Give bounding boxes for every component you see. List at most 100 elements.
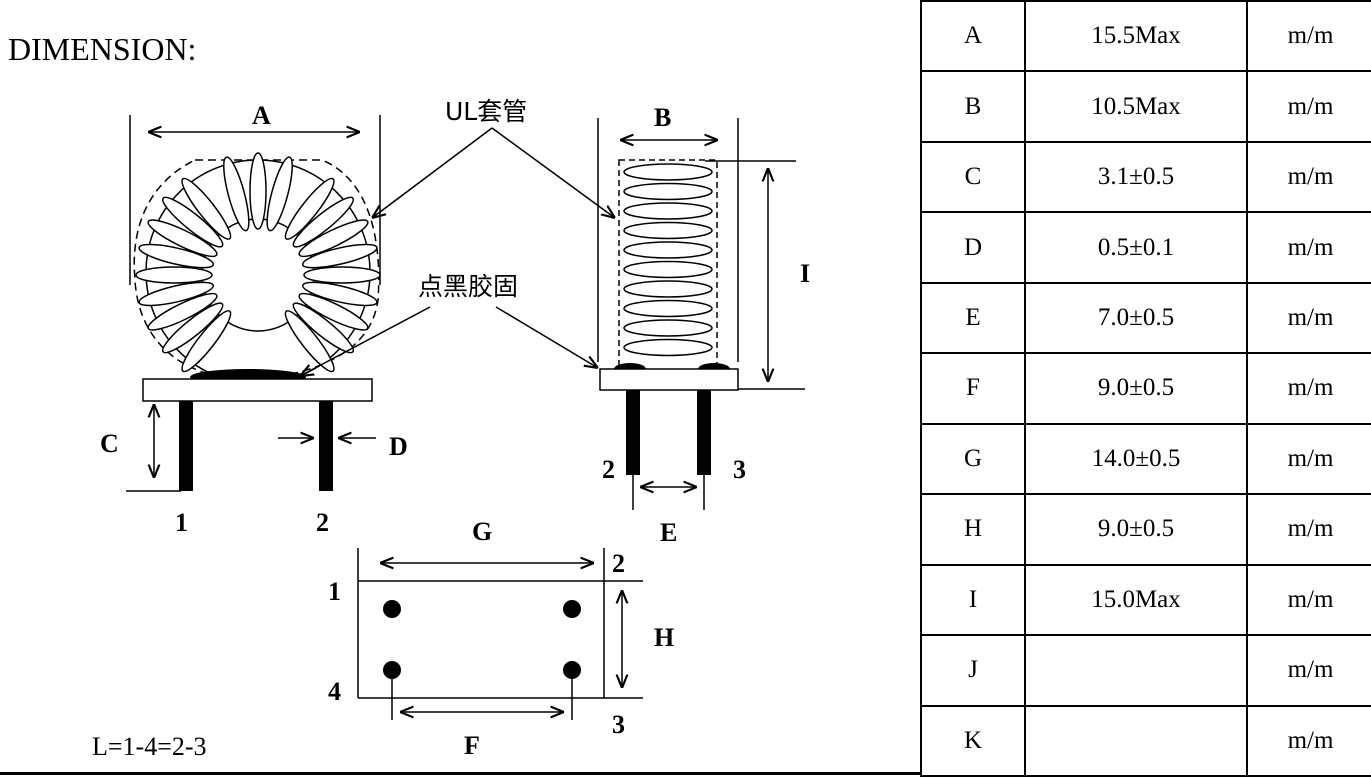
side-winding-turn	[623, 182, 713, 201]
winding-turn	[161, 196, 224, 248]
winding-turn	[298, 292, 369, 331]
winding-turn	[223, 156, 250, 232]
winding-turn	[301, 281, 378, 307]
bottom-pin-label-3: 3	[612, 710, 625, 739]
spec-unit-cell: m/m	[1246, 140, 1371, 214]
spec-value-cell: 9.0±0.5	[1024, 352, 1248, 425]
callouts: UL套管 点黑胶固	[300, 97, 615, 376]
dimension-a-label: A	[252, 101, 271, 130]
winding-turn	[161, 302, 224, 354]
bottom-border	[0, 772, 920, 775]
pin-label-2: 2	[316, 508, 329, 537]
spec-unit-cell: m/m	[1246, 704, 1371, 777]
winding-turn	[138, 243, 215, 269]
dimension-g-label: G	[472, 517, 492, 546]
side-pin-3	[697, 390, 711, 475]
side-winding-turn	[623, 260, 713, 279]
spec-label-cell: C	[920, 140, 1026, 214]
pad-1	[383, 600, 401, 618]
spec-label-cell: D	[920, 211, 1026, 284]
front-pin-2	[319, 401, 333, 491]
dimension-b-label: B	[654, 103, 671, 132]
spec-unit-cell: m/m	[1246, 422, 1371, 496]
side-winding-turn	[623, 241, 713, 259]
spec-value-cell: 3.1±0.5	[1024, 140, 1248, 214]
drawing-title: DIMENSION:	[8, 31, 196, 67]
winding-turn	[138, 281, 215, 307]
winding-turn	[181, 177, 232, 240]
side-windings	[623, 163, 713, 357]
dimension-e-label: E	[660, 518, 677, 547]
winding-turn	[147, 292, 218, 331]
side-pin-label-3: 3	[733, 455, 746, 484]
spec-unit-cell: m/m	[1246, 493, 1371, 566]
spec-value-cell: 9.0±0.5	[1024, 493, 1248, 566]
winding-turn	[298, 219, 369, 258]
toroid-windings	[135, 152, 381, 373]
spec-value-cell: 15.5Max	[1024, 0, 1248, 73]
winding-turn	[147, 219, 218, 258]
bottom-pin-label-1: 1	[328, 577, 341, 606]
winding-turn	[266, 156, 293, 232]
spec-value-cell: 10.5Max	[1024, 70, 1248, 143]
front-base-board	[142, 378, 373, 402]
spec-unit-cell: m/m	[1246, 0, 1371, 73]
dimension-f-label: F	[464, 731, 480, 760]
inductance-note: L=1-4=2-3	[92, 732, 207, 761]
spec-unit-cell: m/m	[1246, 563, 1371, 637]
spec-label-cell: E	[920, 281, 1026, 355]
bottom-pin-label-2: 2	[612, 549, 625, 578]
spec-unit-cell: m/m	[1246, 352, 1371, 425]
side-winding-turn	[623, 163, 713, 181]
spec-unit-cell: m/m	[1246, 70, 1371, 143]
winding-turn	[249, 152, 267, 230]
spec-label-cell: J	[920, 634, 1026, 707]
dimension-drawing: DIMENSION: A C D 1 2 B	[8, 31, 810, 761]
spec-value-cell: 7.0±0.5	[1024, 281, 1248, 355]
side-winding-turn	[623, 280, 713, 298]
side-winding-turn	[623, 221, 713, 240]
spec-value-cell: 14.0±0.5	[1024, 422, 1248, 496]
dimension-c-label: C	[100, 429, 119, 458]
spec-unit-cell: m/m	[1246, 281, 1371, 355]
spec-label-cell: B	[920, 70, 1026, 143]
winding-turn	[292, 196, 355, 248]
dimension-h-label: H	[654, 623, 674, 652]
winding-turn	[181, 310, 232, 373]
side-winding-turn	[623, 338, 713, 357]
side-pin-label-2: 2	[602, 455, 615, 484]
front-view: A C D 1 2	[100, 101, 408, 537]
spec-label-cell: G	[920, 422, 1026, 496]
side-view: B I E 2 3	[597, 103, 810, 547]
dimension-d-label: D	[389, 432, 408, 461]
dimension-i-label: I	[800, 259, 810, 288]
bottom-pin-label-4: 4	[328, 677, 341, 706]
spec-label-cell: F	[920, 352, 1026, 425]
bottom-view: G F H 1 2 4 3	[328, 517, 674, 760]
side-winding-turn	[623, 299, 713, 318]
spec-value-cell	[1024, 634, 1248, 707]
pad-2	[563, 600, 581, 618]
spec-unit-cell: m/m	[1246, 211, 1371, 284]
ul-sleeve-callout: UL套管	[445, 97, 527, 126]
spec-label-cell: I	[920, 563, 1026, 637]
spec-label-cell: H	[920, 493, 1026, 566]
front-pin-1	[179, 401, 193, 491]
glue-callout: 点黑胶固	[418, 272, 518, 301]
winding-turn	[284, 177, 335, 240]
winding-turn	[303, 266, 381, 284]
spec-value-cell: 15.0Max	[1024, 563, 1248, 637]
side-winding-turn	[623, 319, 713, 337]
spec-value-cell	[1024, 704, 1248, 777]
spec-label-cell: K	[920, 704, 1026, 777]
